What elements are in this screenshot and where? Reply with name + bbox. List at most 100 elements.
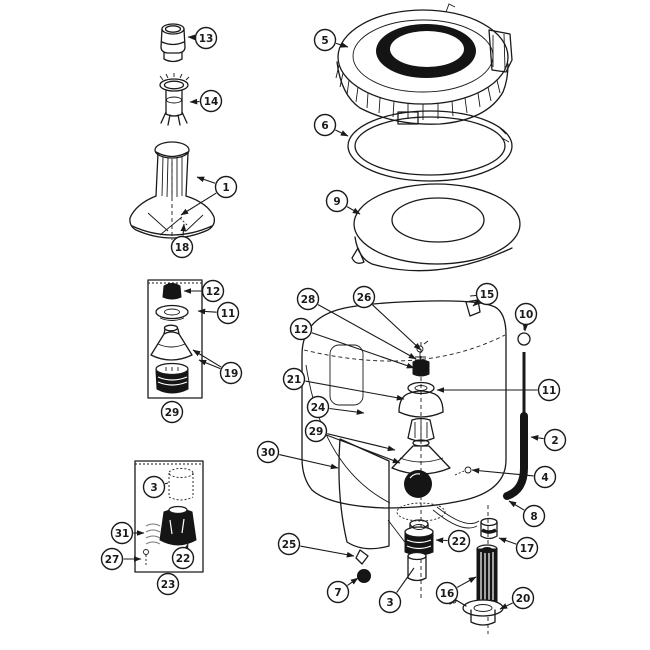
- leader-line-c22b: [435, 537, 448, 544]
- kit-box-29-drawing: [147, 279, 203, 399]
- callout-c22b: 22: [447, 529, 471, 553]
- leader-line-c9: [346, 206, 361, 215]
- callout-c11a: 11: [216, 301, 240, 325]
- callout-c3a: 3: [142, 475, 166, 499]
- leader-line-c8: [508, 500, 525, 511]
- part-agitator-1-drawing: [129, 141, 216, 240]
- leader-line-c28: [317, 304, 417, 360]
- callout-c10: 10: [514, 302, 538, 326]
- leader-line-c21: [305, 380, 405, 401]
- callout-balloon-c14: [199, 89, 223, 113]
- leader-line-c4: [471, 467, 534, 477]
- callout-c13: 13: [194, 26, 218, 50]
- callout-c24: 24: [306, 395, 330, 419]
- callout-c8: 8: [522, 504, 546, 528]
- callout-number-c10: 10: [519, 309, 534, 321]
- leader-line-c22a: [182, 543, 189, 552]
- part-dispenser-14-drawing: [159, 73, 190, 126]
- callout-balloon-c25: [277, 532, 301, 556]
- callout-c26: 26: [352, 285, 376, 309]
- part-cap-13-drawing: [160, 23, 186, 63]
- callout-number-c19: 19: [224, 368, 239, 380]
- leader-line-c29b: [326, 434, 401, 464]
- leader-line-c5: [335, 42, 349, 48]
- callout-c25: 25: [277, 532, 301, 556]
- callout-number-c8: 8: [530, 511, 537, 523]
- leader-line-c6: [335, 129, 349, 137]
- callout-number-c22a: 22: [176, 553, 191, 565]
- callout-number-c17: 17: [520, 543, 535, 555]
- callout-balloon-c11b: [537, 378, 561, 402]
- leader-line-c1: [196, 176, 216, 184]
- callout-number-c7: 7: [334, 587, 341, 599]
- callout-c1: 1: [214, 175, 238, 199]
- callout-c27: 27: [100, 547, 124, 571]
- callout-balloon-c27: [100, 547, 124, 571]
- part-fill-tube-2-drawing: [454, 322, 531, 500]
- callout-balloon-c29b: [304, 419, 328, 443]
- leader-line-c26: [372, 304, 422, 351]
- callout-balloon-c17: [515, 536, 539, 560]
- callout-c29a: 29: [160, 400, 184, 424]
- callout-balloon-c5: [313, 28, 337, 52]
- callout-c19: 19: [219, 361, 243, 385]
- callout-balloon-c12b: [289, 317, 313, 341]
- callout-c12a: 12: [201, 279, 225, 303]
- callout-number-c21: 21: [287, 374, 302, 386]
- leader-line-c3b: [396, 567, 415, 593]
- leader-line-c19: [198, 359, 221, 370]
- callout-number-c12b: 12: [294, 324, 309, 336]
- callout-balloon-c7: [326, 580, 350, 604]
- callout-number-c13: 13: [199, 33, 214, 45]
- callout-balloon-c22a: [171, 546, 195, 570]
- callout-number-c25: 25: [282, 539, 297, 551]
- callout-c9: 9: [325, 189, 349, 213]
- callout-c31: 31: [110, 521, 134, 545]
- callout-c15: 15: [475, 282, 499, 306]
- callout-balloon-c10: [514, 302, 538, 326]
- callout-c7: 7: [326, 580, 350, 604]
- callout-balloon-c19: [219, 361, 243, 385]
- leader-line-c18: [180, 223, 187, 236]
- leader-line-c12b: [311, 332, 415, 369]
- part-balance-ring-9-drawing: [351, 183, 521, 272]
- callout-number-c18: 18: [175, 242, 190, 254]
- callout-balloon-c24: [306, 395, 330, 419]
- callout-number-c29b: 29: [309, 426, 324, 438]
- callout-c2: 2: [543, 428, 567, 452]
- callout-number-c12a: 12: [206, 286, 221, 298]
- leader-line-c7: [347, 577, 359, 586]
- callout-balloon-c2: [543, 428, 567, 452]
- callout-c23: 23: [156, 572, 180, 596]
- callout-balloon-c31: [110, 521, 134, 545]
- leader-line-c19: [192, 349, 222, 368]
- callout-number-c16: 16: [440, 588, 455, 600]
- callout-balloon-c8: [522, 504, 546, 528]
- callout-c17: 17: [515, 536, 539, 560]
- callout-number-c3b: 3: [386, 597, 393, 609]
- callout-number-c1: 1: [222, 182, 229, 194]
- callout-balloon-c23: [156, 572, 180, 596]
- leader-line-c3a: [164, 482, 169, 485]
- callout-balloon-c28: [296, 287, 320, 311]
- callout-number-c26: 26: [357, 292, 372, 304]
- center-stack-drawing: [355, 340, 451, 583]
- callout-balloon-c6: [313, 113, 337, 137]
- leader-line-c20: [499, 602, 513, 610]
- callout-balloon-c15: [475, 282, 499, 306]
- callout-number-c23: 23: [161, 579, 176, 591]
- callout-balloon-c29a: [160, 400, 184, 424]
- leader-line-c25: [300, 545, 355, 558]
- callout-number-c15: 15: [480, 289, 495, 301]
- callout-number-c6: 6: [321, 120, 328, 132]
- callout-c29b: 29: [304, 419, 328, 443]
- callout-number-c20: 20: [516, 593, 531, 605]
- callout-number-c14: 14: [204, 96, 219, 108]
- callout-balloon-c11a: [216, 301, 240, 325]
- callout-number-c29a: 29: [165, 407, 180, 419]
- callout-c16: 16: [435, 581, 459, 605]
- callout-number-c11b: 11: [542, 385, 557, 397]
- callout-balloon-c3a: [142, 475, 166, 499]
